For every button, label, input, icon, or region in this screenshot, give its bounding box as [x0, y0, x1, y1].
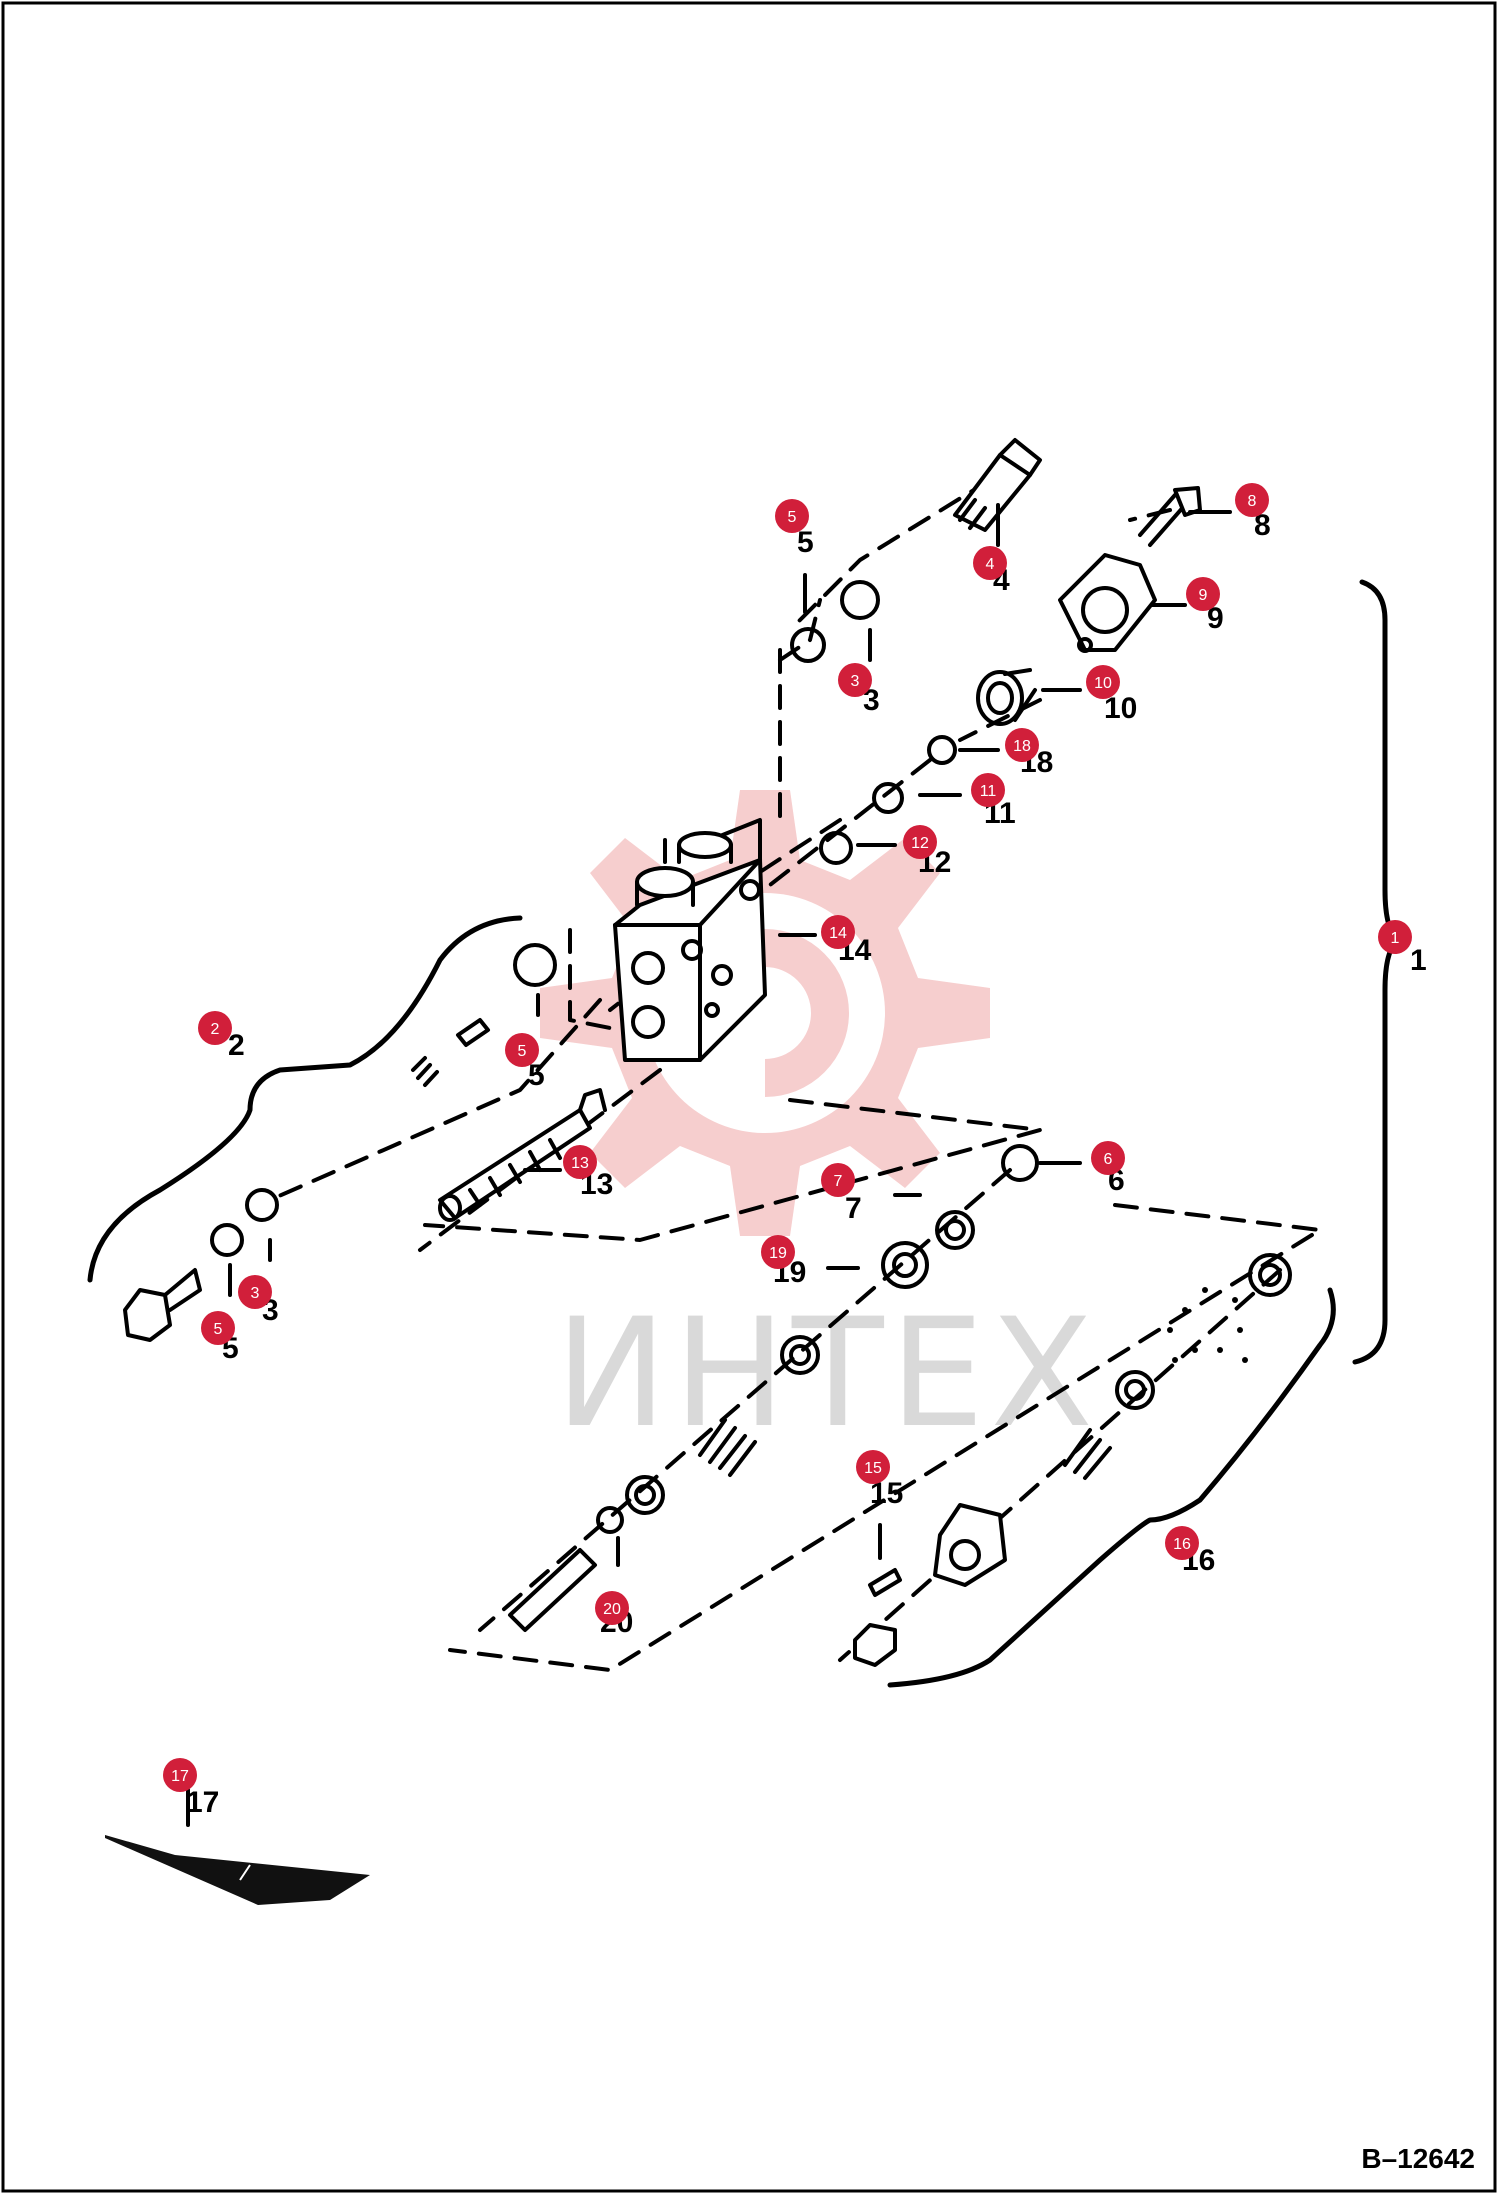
part-number-17: 17: [186, 1786, 219, 1819]
callout-marker-6[interactable]: 6: [1091, 1141, 1125, 1175]
callout-marker-1[interactable]: 1: [1378, 920, 1412, 954]
callout-marker-5-top[interactable]: 5: [775, 499, 809, 533]
callout-marker-3-top[interactable]: 3: [838, 663, 872, 697]
svg-text:5: 5: [518, 1043, 527, 1060]
svg-text:6: 6: [1104, 1151, 1113, 1168]
part-number-5-mid: 5: [528, 1059, 545, 1092]
svg-text:17: 17: [171, 1768, 189, 1785]
callout-marker-2[interactable]: 2: [198, 1011, 232, 1045]
callout-marker-4[interactable]: 4: [973, 546, 1007, 580]
callout-marker-13[interactable]: 13: [563, 1145, 597, 1179]
part-number-3-top: 3: [863, 684, 880, 717]
svg-text:1: 1: [1391, 930, 1400, 947]
callout-marker-15[interactable]: 15: [856, 1450, 890, 1484]
callout-marker-5-low[interactable]: 5: [201, 1311, 235, 1345]
part-number-9: 9: [1207, 602, 1224, 635]
callout-marker-14[interactable]: 14: [821, 915, 855, 949]
svg-text:3: 3: [851, 673, 860, 690]
svg-text:18: 18: [1013, 738, 1031, 755]
svg-text:19: 19: [769, 1245, 787, 1262]
callout-marker-10[interactable]: 10: [1086, 665, 1120, 699]
callout-marker-8[interactable]: 8: [1235, 483, 1269, 517]
callout-markers: 1 2 3 3 4 5 5 5 6 7 8 9 10 11 12 13 14 1…: [163, 483, 1412, 1792]
svg-text:11: 11: [980, 783, 997, 800]
svg-text:5: 5: [788, 509, 797, 526]
part-number-8: 8: [1254, 509, 1271, 542]
callout-marker-3-left[interactable]: 3: [238, 1275, 272, 1309]
svg-text:20: 20: [603, 1601, 621, 1618]
callout-marker-18[interactable]: 18: [1005, 728, 1039, 762]
diagram-id: B–12642: [1361, 2143, 1475, 2174]
callout-marker-17[interactable]: 17: [163, 1758, 197, 1792]
svg-text:10: 10: [1094, 675, 1112, 692]
callout-marker-5-mid[interactable]: 5: [505, 1033, 539, 1067]
o-ring-3-top: [840, 580, 880, 620]
part-number-2: 2: [228, 1029, 245, 1062]
callout-marker-7[interactable]: 7: [821, 1163, 855, 1197]
callout-marker-9[interactable]: 9: [1186, 577, 1220, 611]
part-number-5-top: 5: [797, 526, 814, 559]
svg-text:5: 5: [214, 1321, 223, 1338]
svg-text:16: 16: [1173, 1536, 1191, 1553]
svg-text:8: 8: [1248, 493, 1257, 510]
svg-text:12: 12: [911, 835, 929, 852]
svg-text:2: 2: [211, 1021, 220, 1038]
svg-text:3: 3: [251, 1285, 260, 1302]
decal-tag: [105, 1835, 370, 1905]
svg-text:14: 14: [829, 925, 847, 942]
callout-marker-19[interactable]: 19: [761, 1235, 795, 1269]
part-numbers: 1 2 3 3 4 5 5 5 6 7 8 9 10 11 12 13 14 1…: [186, 509, 1427, 1819]
svg-text:9: 9: [1199, 587, 1208, 604]
callout-marker-11[interactable]: 11: [971, 773, 1005, 807]
svg-text:13: 13: [571, 1155, 589, 1172]
svg-text:15: 15: [864, 1460, 882, 1477]
part-number-7: 7: [845, 1192, 862, 1225]
part-number-1: 1: [1410, 944, 1427, 977]
callout-marker-16[interactable]: 16: [1165, 1526, 1199, 1560]
callout-marker-20[interactable]: 20: [595, 1591, 629, 1625]
watermark-text: ИНТЕХ: [555, 1287, 1099, 1461]
svg-text:7: 7: [834, 1173, 843, 1190]
svg-text:4: 4: [986, 556, 995, 573]
callout-marker-12[interactable]: 12: [903, 825, 937, 859]
